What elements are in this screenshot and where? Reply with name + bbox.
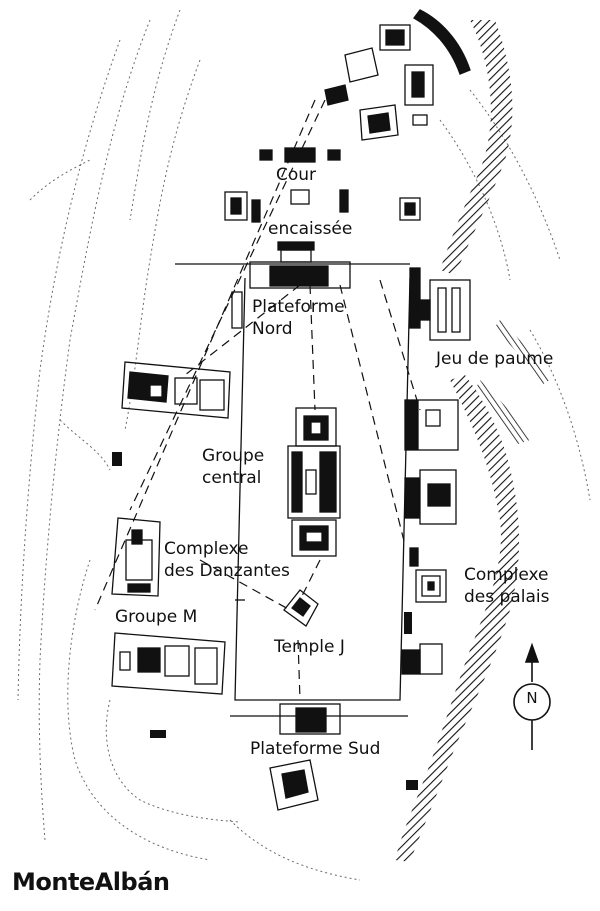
groupe-m-structure	[111, 632, 226, 695]
label-groupe-m: Groupe M	[115, 607, 198, 627]
north-arrow-letter: N	[526, 689, 538, 707]
cour-encaissee-structure	[224, 147, 421, 263]
palais-structure	[401, 399, 459, 675]
groupe-central-structure	[287, 407, 341, 557]
label-palais-line2: des palais	[464, 587, 550, 607]
label-plateforme-nord: Plateforme Nord	[252, 296, 345, 340]
jeu-de-paume-structure	[409, 267, 471, 341]
northern-buildings	[324, 9, 471, 141]
danzantes-structure	[111, 517, 161, 597]
west-building-structure	[121, 361, 231, 419]
label-groupe-central: Groupe central	[202, 445, 264, 489]
label-jeu-de-paume: Jeu de paume	[436, 349, 554, 369]
eastern-slope-hatching	[395, 20, 550, 862]
temple-j-structure	[283, 589, 319, 627]
minor-features	[112, 452, 418, 790]
label-danzantes-line2: des Danzantes	[164, 561, 290, 581]
plateforme-nord-structure	[231, 261, 351, 329]
label-danzantes-line1: Complexe	[164, 539, 249, 559]
label-groupe-central-line1: Groupe	[202, 446, 265, 466]
north-arrow-icon	[513, 642, 551, 750]
sight-lines	[94, 99, 421, 701]
map-title: MonteAlbán	[12, 868, 170, 896]
label-palais-line1: Complexe	[464, 565, 549, 585]
label-plateforme-sud: Plateforme Sud	[250, 739, 381, 759]
label-groupe-central-line2: central	[202, 468, 262, 488]
plateforme-sud-structure	[269, 703, 341, 811]
label-cour: Cour	[276, 165, 317, 185]
label-plateforme-nord-line1: Plateforme	[252, 297, 345, 317]
label-cour-encaissee: encaissée	[268, 219, 353, 239]
label-complexe-des-danzantes: Complexe des Danzantes	[164, 538, 290, 582]
label-temple-j: Temple J	[274, 637, 345, 657]
label-complexe-des-palais: Complexe des palais	[464, 564, 549, 608]
label-plateforme-nord-line2: Nord	[252, 319, 293, 339]
